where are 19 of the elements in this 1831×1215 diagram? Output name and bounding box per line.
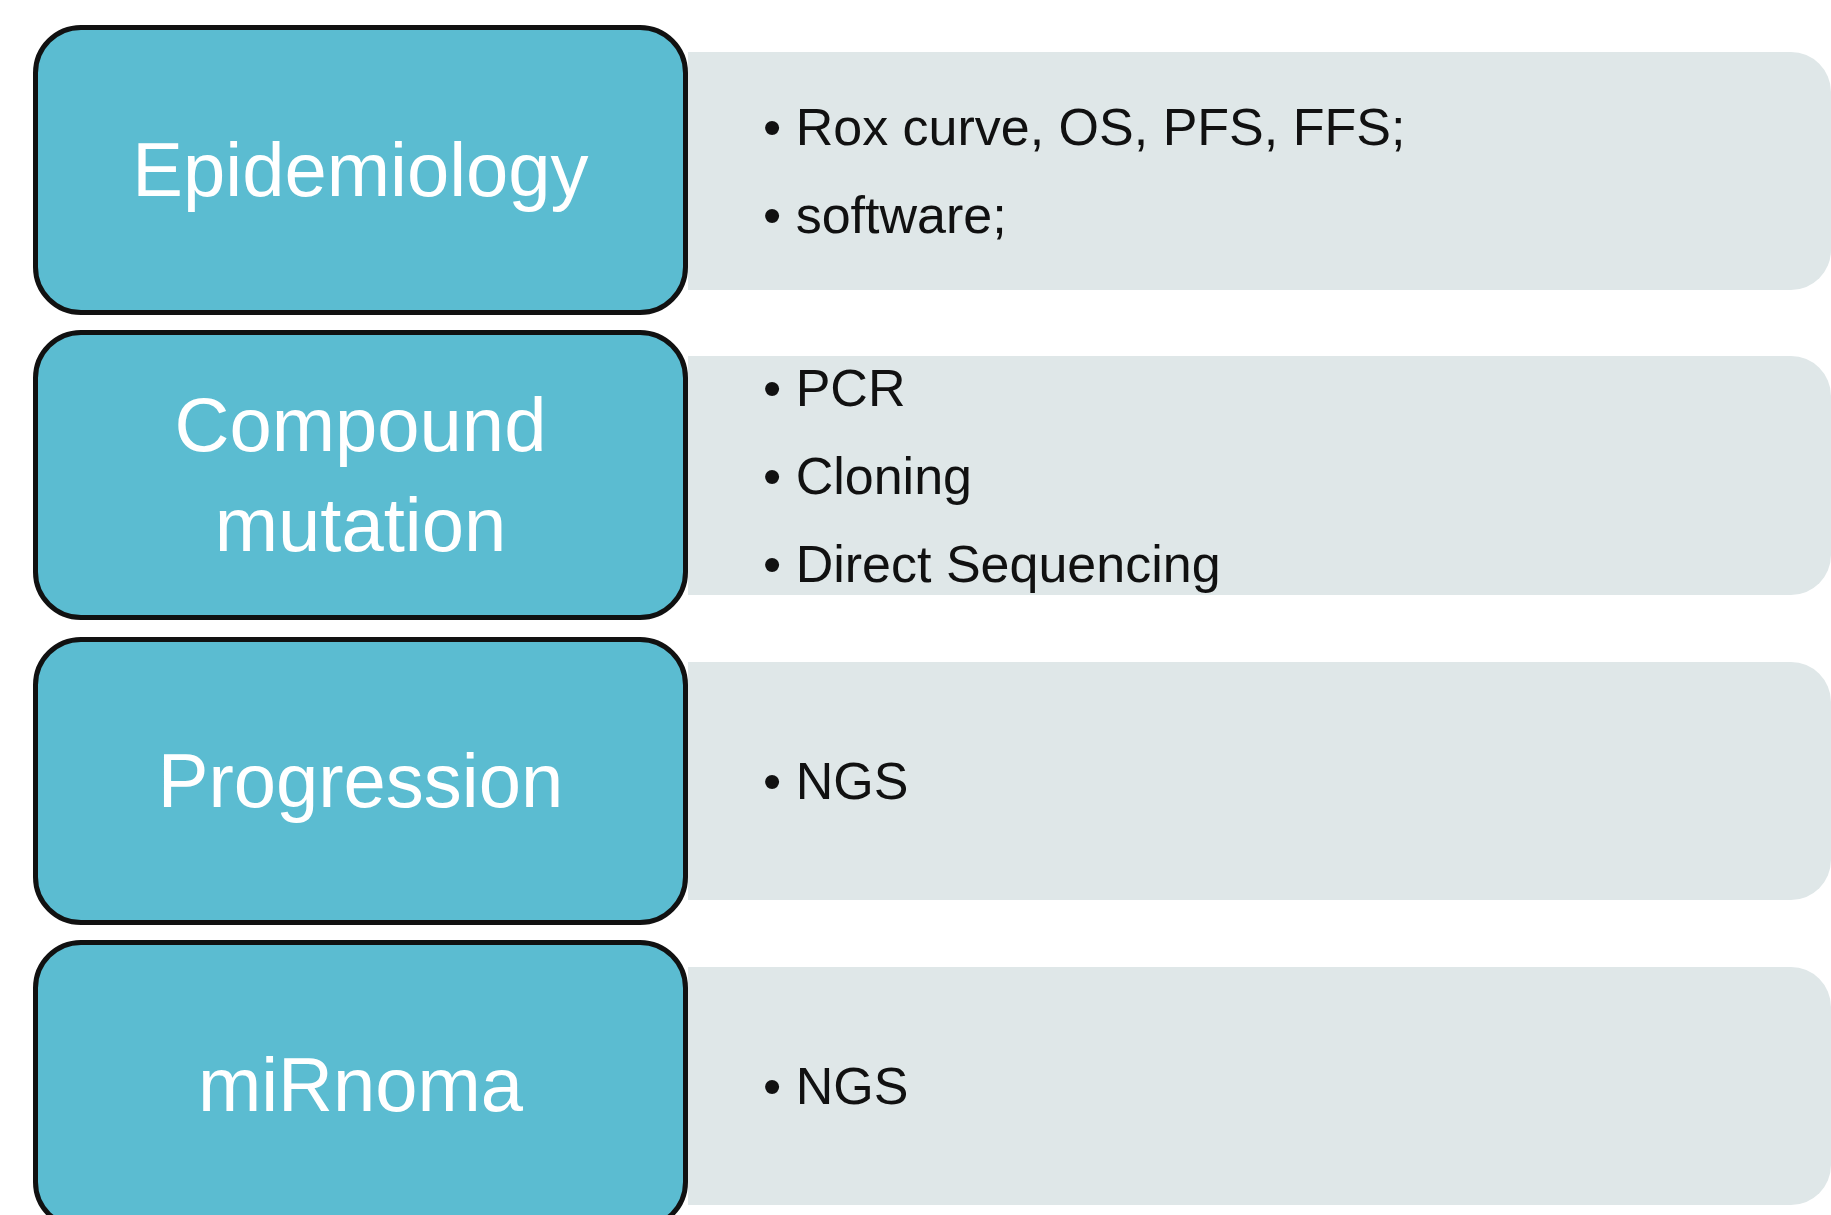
category-box	[33, 25, 688, 315]
method-band	[688, 662, 1831, 900]
method-band	[688, 52, 1831, 290]
bullet-item: • Cloning	[763, 445, 973, 507]
category-title: Compound mutation	[173, 381, 548, 569]
bullet-item: • Direct Sequencing	[763, 533, 1222, 595]
category-title: Epidemiology	[131, 126, 590, 214]
bullet-item: • NGS	[763, 1056, 910, 1117]
bullet-item: • NGS	[763, 751, 910, 812]
method-band	[688, 967, 1831, 1205]
category-box	[33, 637, 688, 925]
bullet-item: • PCR	[763, 357, 907, 419]
category-box	[33, 940, 688, 1215]
bullet-item: • Rox curve, OS, PFS, FFS;	[763, 97, 1407, 158]
bullet-item: • software;	[763, 185, 1008, 246]
method-band	[688, 356, 1831, 595]
category-title: miRnoma	[196, 1041, 525, 1129]
category-box	[33, 330, 688, 620]
category-title: Progression	[156, 737, 565, 825]
